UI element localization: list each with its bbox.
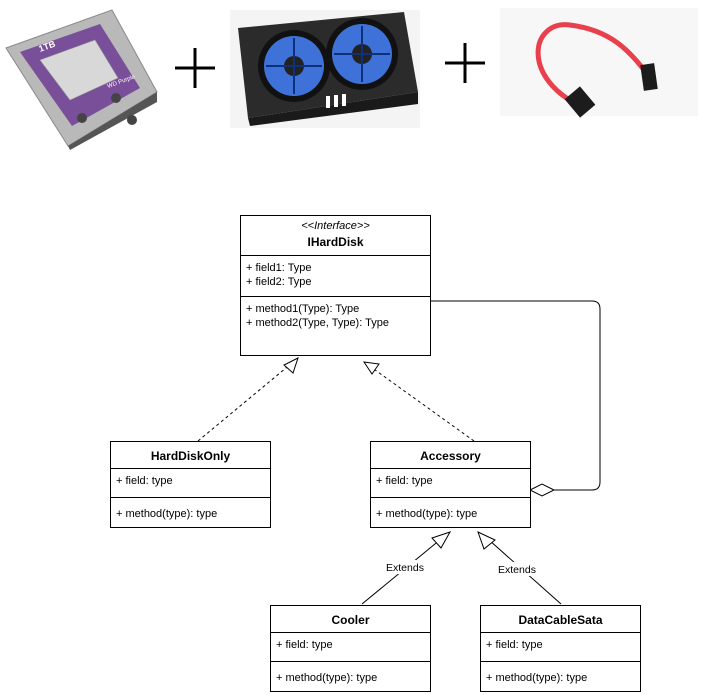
cooler-image [230,10,420,128]
class-divider-bottom [271,661,430,662]
class-field: + field: type [376,475,433,487]
class-name: Cooler [331,613,370,627]
interface-method-2: + method2(Type, Type): Type [246,317,389,329]
interface-divider-bottom [241,296,430,297]
realization-arrowhead-left [283,357,299,374]
extends-label-left: Extends [386,562,424,574]
aggregation-diamond [528,483,556,497]
hard-disk-image: 1TB WD Purple [5,9,158,150]
class-field: + field: type [486,639,543,651]
class-divider-top [481,632,640,633]
aggregation-line [431,300,601,491]
extends-arrowhead-datacable [477,531,496,550]
realization-line-accessory [363,361,475,442]
class-name: HardDiskOnly [150,449,231,463]
realization-arrowhead-right [362,361,380,375]
class-divider-bottom [371,497,530,498]
interface-field-2: + field2: Type [246,276,312,288]
class-field: + field: type [276,639,333,651]
interface-ihard-disk[interactable]: <<Interface>> IHardDisk + field1: Type +… [240,215,431,356]
interface-divider-top [241,255,430,256]
realization-line-harddiskonly [197,357,299,442]
class-method: + method(type): type [376,508,478,520]
class-divider-bottom [111,497,270,498]
class-field: + field: type [116,475,173,487]
class-method: + method(type): type [276,672,378,684]
interface-stereotype: <<Interface>> [301,220,370,232]
interface-field-1: + field1: Type [246,262,312,274]
extends-label-right: Extends [498,564,536,576]
interface-method-1: + method1(Type): Type [246,303,360,315]
class-cooler[interactable]: Cooler + field: type + method(type): typ… [270,605,431,692]
class-data-cable-sata[interactable]: DataCableSata + field: type + method(typ… [480,605,641,692]
class-divider-top [371,468,530,469]
class-method: + method(type): type [116,508,218,520]
class-name: Accessory [420,449,481,463]
class-divider-bottom [481,661,640,662]
class-divider-top [271,632,430,633]
extends-arrowhead-cooler [431,531,452,549]
class-method: + method(type): type [486,672,588,684]
interface-name: IHardDisk [307,235,364,249]
class-divider-top [111,468,270,469]
class-hard-disk-only[interactable]: HardDiskOnly + field: type + method(type… [110,441,271,528]
class-accessory[interactable]: Accessory + field: type + method(type): … [370,441,531,528]
sata-cable-image [500,8,698,118]
class-name: DataCableSata [518,613,603,627]
